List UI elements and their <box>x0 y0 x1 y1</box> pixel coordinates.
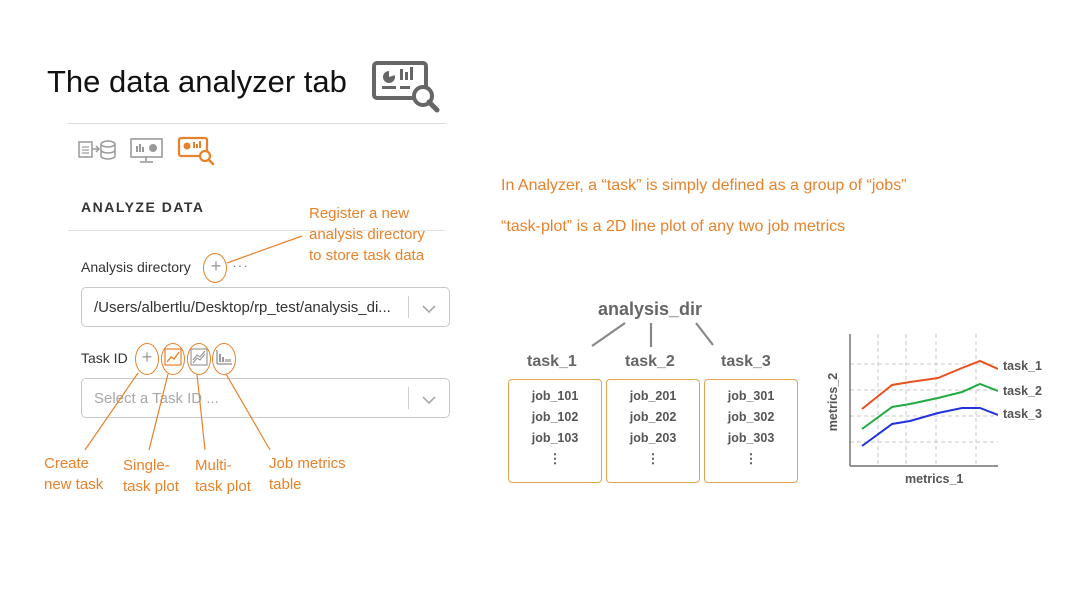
annotation-multi-task-plot: Multi- task plot <box>195 455 251 497</box>
annotation-line: Single- <box>123 457 170 474</box>
analysis-directory-select[interactable]: /Users/albertlu/Desktop/rp_test/analysis… <box>81 287 450 327</box>
plot-gridlines <box>850 334 998 464</box>
annotation-line: table <box>269 476 302 493</box>
annotation-single-task-plot: Single- task plot <box>123 455 179 497</box>
job-item: job_303 <box>727 431 775 445</box>
tree-root: analysis_dir <box>598 299 703 319</box>
series-label: task_1 <box>1003 359 1042 373</box>
more-jobs-indicator: ⋮ <box>548 451 562 466</box>
task-1-jobs: job_101 job_102 job_103 ⋮ <box>508 379 602 483</box>
annotation-line: Job metrics <box>269 455 346 472</box>
y-axis-label: metrics_2 <box>826 372 841 432</box>
annotation-create-task: Create new task <box>44 453 103 495</box>
page-title: The data analyzer tab <box>47 64 347 99</box>
series-task-1-line <box>861 359 998 410</box>
annotation-job-metrics-table: Job metrics table <box>269 453 346 495</box>
annotation-line: Register a new <box>309 205 410 222</box>
annotation-line: to store task data <box>309 247 425 264</box>
annotation-register-directory: Register a new analysis directory to sto… <box>309 203 425 266</box>
tree-connectors <box>591 322 714 347</box>
job-item: job_102 <box>531 410 579 424</box>
more-options-button[interactable]: ··· <box>232 257 249 273</box>
annotation-line: Create <box>44 455 90 472</box>
job-item: job_203 <box>629 431 677 445</box>
more-jobs-indicator: ⋮ <box>744 451 758 466</box>
nav-data-loader[interactable] <box>77 136 117 164</box>
task-label: task_2 <box>625 353 675 370</box>
chevron-down-icon[interactable] <box>422 392 436 410</box>
series-task-2-line <box>861 382 998 430</box>
job-item: job_302 <box>727 410 775 424</box>
task-id-label: Task ID <box>81 350 128 366</box>
highlight-ring <box>135 343 159 375</box>
chevron-down-icon[interactable] <box>422 301 436 319</box>
annotation-line: task plot <box>195 478 251 495</box>
annotation-line: analysis directory <box>309 226 425 243</box>
nav-data-analyzer[interactable] <box>177 136 215 166</box>
highlight-ring <box>187 343 211 375</box>
highlight-ring <box>212 343 236 375</box>
analysis-directory-label: Analysis directory <box>81 259 191 275</box>
series-label: task_3 <box>1003 407 1042 421</box>
divider <box>68 230 446 231</box>
callout-task-definition: In Analyzer, a “task” is simply defined … <box>501 177 907 194</box>
job-item: job_101 <box>531 389 579 403</box>
analysis-directory-value: /Users/albertlu/Desktop/rp_test/analysis… <box>94 299 391 316</box>
divider <box>68 123 446 124</box>
task-label: task_3 <box>721 353 771 370</box>
job-item: job_202 <box>629 410 677 424</box>
job-item: job_201 <box>629 389 677 403</box>
task-id-select[interactable]: Select a Task ID ... <box>81 378 450 418</box>
data-analyzer-icon <box>372 60 440 114</box>
more-jobs-indicator: ⋮ <box>646 451 660 466</box>
callout-task-plot-definition: “task-plot” is a 2D line plot of any two… <box>501 218 846 235</box>
series-task-3-line <box>861 407 998 447</box>
task-id-placeholder: Select a Task ID ... <box>94 390 219 407</box>
highlight-ring <box>203 253 227 283</box>
annotation-line: task plot <box>123 478 179 495</box>
highlight-ring <box>161 343 185 375</box>
select-separator <box>408 296 409 318</box>
job-item: job_301 <box>727 389 775 403</box>
nav-dashboard[interactable] <box>129 136 165 164</box>
task-3-jobs: job_301 job_302 job_303 ⋮ <box>704 379 798 483</box>
select-separator <box>408 387 409 409</box>
section-title: ANALYZE DATA <box>81 199 205 215</box>
series-label: task_2 <box>1003 384 1042 398</box>
task-plot-illustration <box>849 334 998 467</box>
annotation-line: Multi- <box>195 457 232 474</box>
job-item: job_103 <box>531 431 579 445</box>
annotation-line: new task <box>44 476 104 493</box>
task-label: task_1 <box>527 353 577 370</box>
task-2-jobs: job_201 job_202 job_203 ⋮ <box>606 379 700 483</box>
x-axis-label: metrics_1 <box>905 472 964 486</box>
